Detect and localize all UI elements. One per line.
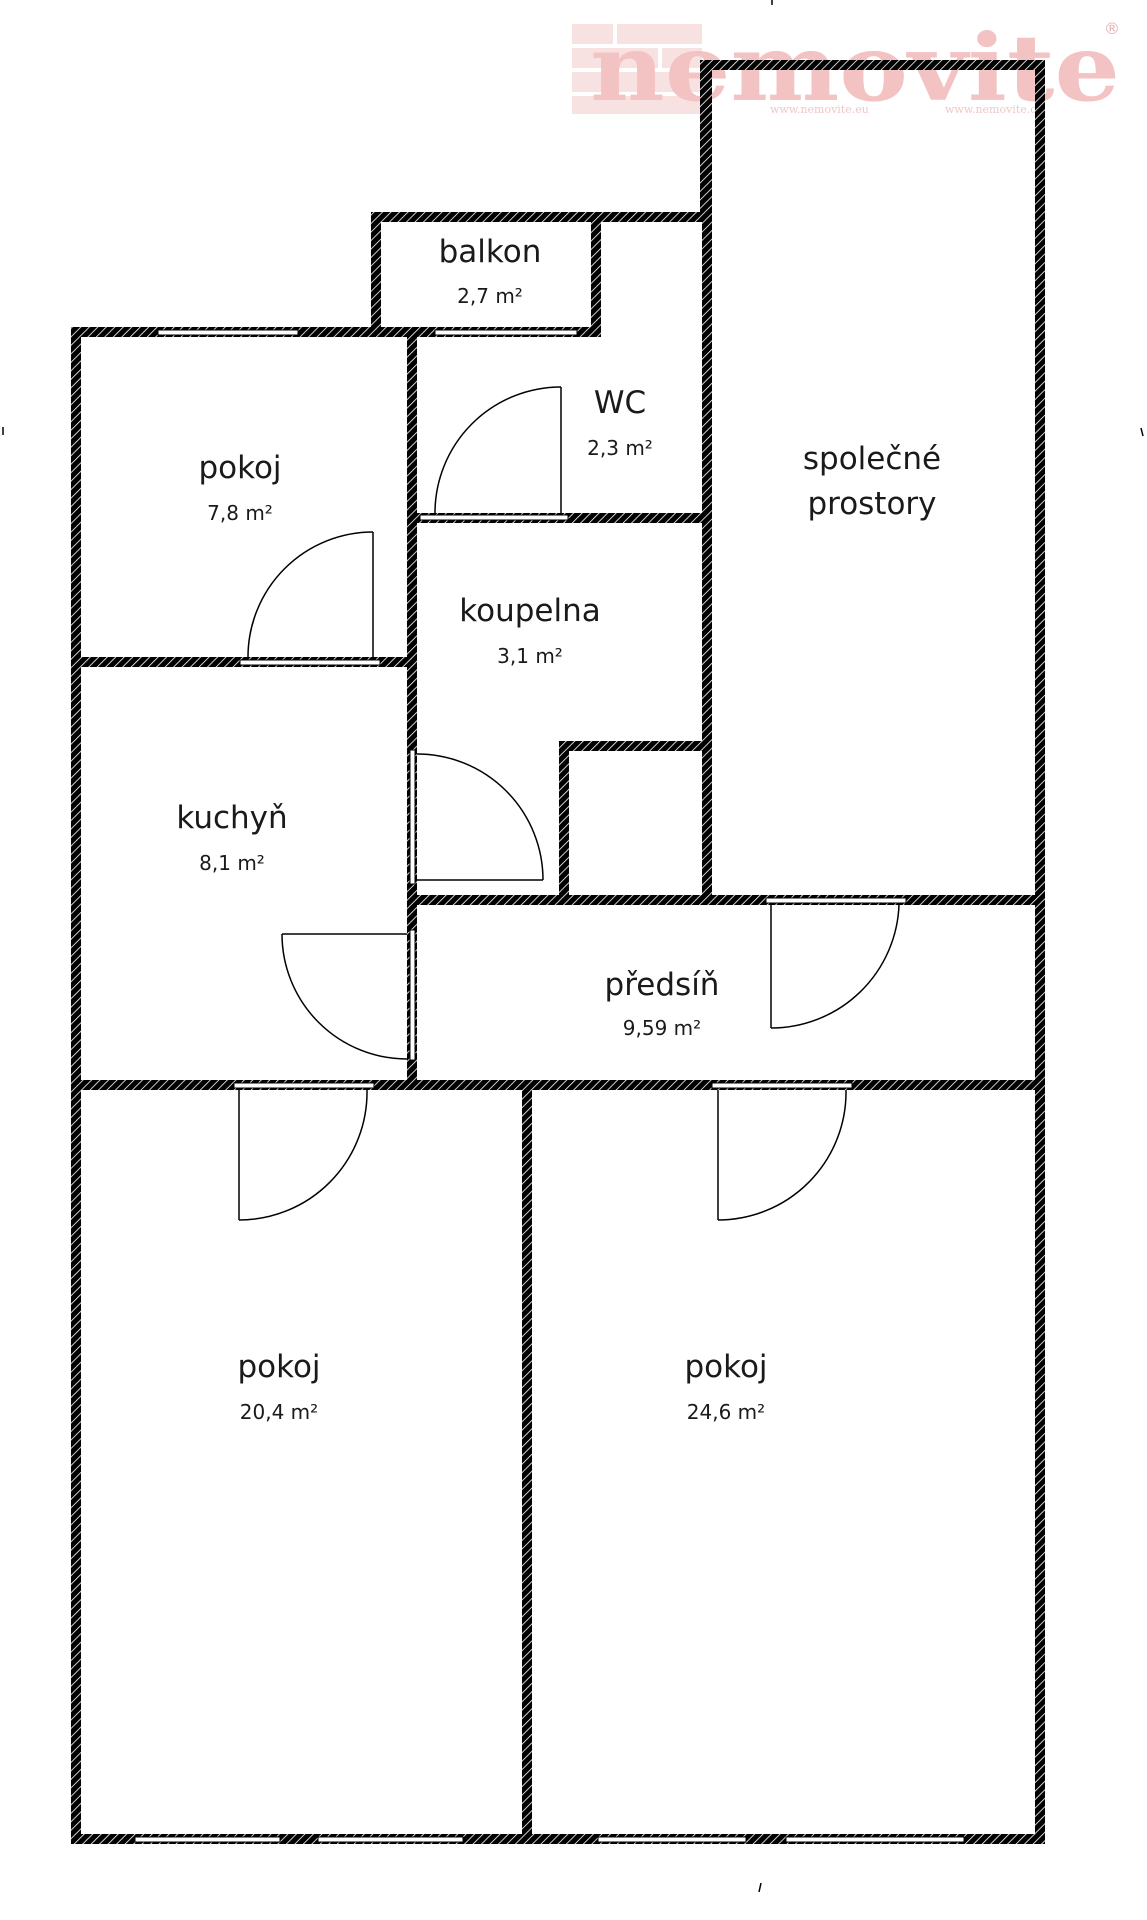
room-area-koupelna: 3,1 m² xyxy=(497,644,563,668)
door-swings xyxy=(238,386,900,1221)
door-arc xyxy=(247,531,374,658)
door-opening xyxy=(765,897,907,904)
door-opening xyxy=(409,929,416,1061)
room-name-wc: WC xyxy=(594,385,646,421)
wall-segment xyxy=(371,212,381,334)
wall-segment xyxy=(702,60,1045,70)
wall-segment xyxy=(559,741,710,751)
room-name-pokoj-small: pokoj xyxy=(198,450,281,486)
window xyxy=(157,329,299,336)
room-area-predsin: 9,59 m² xyxy=(623,1016,701,1040)
door-opening xyxy=(409,749,416,885)
wall-segment xyxy=(1035,895,1045,1844)
window xyxy=(317,1836,464,1843)
watermark-url-eu: www.nemovite.eu xyxy=(770,103,869,116)
room-name-spolecne-line2: prostory xyxy=(807,486,936,522)
door-opening xyxy=(711,1082,853,1089)
door-opening xyxy=(419,514,569,521)
room-name-koupelna: koupelna xyxy=(459,593,600,629)
room-area-wc: 2,3 m² xyxy=(587,436,653,460)
wall-segment xyxy=(371,212,710,222)
door-arc xyxy=(434,386,562,514)
room-name-kuchyn: kuchyň xyxy=(176,800,287,836)
room-area-balkon: 2,7 m² xyxy=(457,284,523,308)
door-opening xyxy=(233,1082,375,1089)
window xyxy=(597,1836,747,1843)
wall-segment xyxy=(71,1834,1045,1844)
wall-segment xyxy=(407,327,417,895)
watermark-brick-icon xyxy=(572,24,702,114)
window xyxy=(785,1836,965,1843)
door-opening xyxy=(239,659,381,666)
room-name-predsin: předsíň xyxy=(605,967,720,1003)
door-arc xyxy=(770,904,900,1029)
window xyxy=(134,1836,281,1843)
door-arc xyxy=(416,753,544,881)
wall-segment xyxy=(702,60,712,900)
room-name-balkon: balkon xyxy=(439,234,542,270)
wall-segment xyxy=(591,212,601,334)
room-name-pokoj-left: pokoj xyxy=(237,1349,320,1385)
walls xyxy=(71,60,1045,1844)
room-area-pokoj-left: 20,4 m² xyxy=(240,1400,318,1424)
room-name-spolecne-line1: společné xyxy=(803,441,941,477)
wall-segment xyxy=(407,895,1045,905)
room-labels: balkon 2,7 m² WC 2,3 m² pokoj 7,8 m² spo… xyxy=(176,234,941,1424)
openings xyxy=(134,329,965,1843)
wall-segment xyxy=(71,327,601,337)
room-name-pokoj-right: pokoj xyxy=(684,1349,767,1385)
watermark-url-cz: www.nemovite.cz xyxy=(945,103,1042,116)
room-area-pokoj-small: 7,8 m² xyxy=(207,501,273,525)
door-arc xyxy=(717,1089,847,1221)
wall-segment xyxy=(559,741,569,900)
wall-segment xyxy=(522,1080,532,1844)
watermark-registered: ® xyxy=(1104,19,1120,38)
wall-segment xyxy=(700,60,710,222)
door-arc xyxy=(238,1089,368,1221)
room-area-pokoj-right: 24,6 m² xyxy=(687,1400,765,1424)
room-area-kuchyn: 8,1 m² xyxy=(199,851,265,875)
door-arc xyxy=(281,933,408,1060)
wall-segment xyxy=(1035,60,1045,900)
window xyxy=(434,329,578,336)
